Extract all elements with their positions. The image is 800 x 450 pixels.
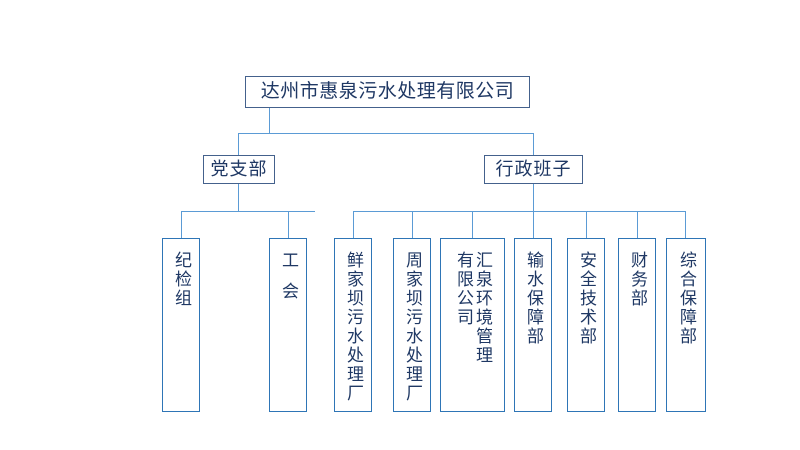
node-huiquan-col-right: 汇泉环境管理	[473, 251, 493, 365]
node-admin-team[interactable]: 行政班子	[484, 155, 583, 184]
connector-admin-to-zhoujiaba	[412, 211, 414, 238]
connector-admin-to-xianjiaba	[353, 211, 355, 238]
node-discipline-group[interactable]: 纪检组	[162, 238, 200, 412]
node-labor-union[interactable]: 工会	[269, 238, 307, 412]
node-huiquan-col-left: 有限公司	[454, 251, 473, 327]
node-safety-technology-dept[interactable]: 安全技术部	[567, 238, 605, 412]
node-admin-team-label: 行政班子	[495, 159, 572, 180]
connector-admin-stem	[533, 184, 535, 212]
node-party-branch[interactable]: 党支部	[203, 155, 275, 184]
connector-root-bus	[238, 133, 534, 135]
node-huiquan-environment-co-label: 有限公司 汇泉环境管理	[454, 251, 493, 365]
node-water-supply-dept[interactable]: 输水保障部	[514, 238, 552, 412]
connector-admin-bus	[353, 211, 686, 213]
node-general-support-dept-label: 综合保障部	[677, 251, 696, 346]
connector-admin-to-general-support	[685, 211, 687, 238]
connector-root-to-admin	[533, 133, 535, 155]
node-xianjiaba-plant[interactable]: 鲜家坝污水处理厂	[334, 238, 372, 412]
node-party-branch-label: 党支部	[210, 159, 268, 180]
node-safety-technology-dept-label: 安全技术部	[577, 251, 596, 346]
node-labor-union-label: 工会	[279, 251, 298, 313]
connector-party-to-discipline	[181, 211, 183, 238]
connector-root-to-party	[238, 133, 240, 155]
node-finance-dept-label: 财务部	[628, 251, 647, 308]
node-huiquan-environment-co[interactable]: 有限公司 汇泉环境管理	[440, 238, 505, 412]
node-zhoujiaba-plant[interactable]: 周家坝污水处理厂	[393, 238, 431, 412]
connector-admin-to-safety-tech	[586, 211, 588, 238]
node-xianjiaba-plant-label: 鲜家坝污水处理厂	[344, 251, 363, 403]
connector-admin-to-water-supply	[533, 211, 535, 238]
connector-party-to-union	[288, 211, 290, 238]
node-zhoujiaba-plant-label: 周家坝污水处理厂	[403, 251, 422, 403]
node-root-label: 达州市惠泉污水处理有限公司	[260, 81, 515, 103]
node-general-support-dept[interactable]: 综合保障部	[666, 238, 706, 412]
node-water-supply-dept-label: 输水保障部	[524, 251, 543, 346]
node-root[interactable]: 达州市惠泉污水处理有限公司	[245, 76, 530, 108]
connector-root-stem	[269, 108, 271, 134]
connector-admin-to-finance	[637, 211, 639, 238]
connector-party-stem	[238, 184, 240, 212]
node-discipline-group-label: 纪检组	[172, 251, 191, 308]
connector-admin-to-huiquan	[472, 211, 474, 238]
node-finance-dept[interactable]: 财务部	[618, 238, 656, 412]
connector-party-bus	[181, 211, 315, 213]
